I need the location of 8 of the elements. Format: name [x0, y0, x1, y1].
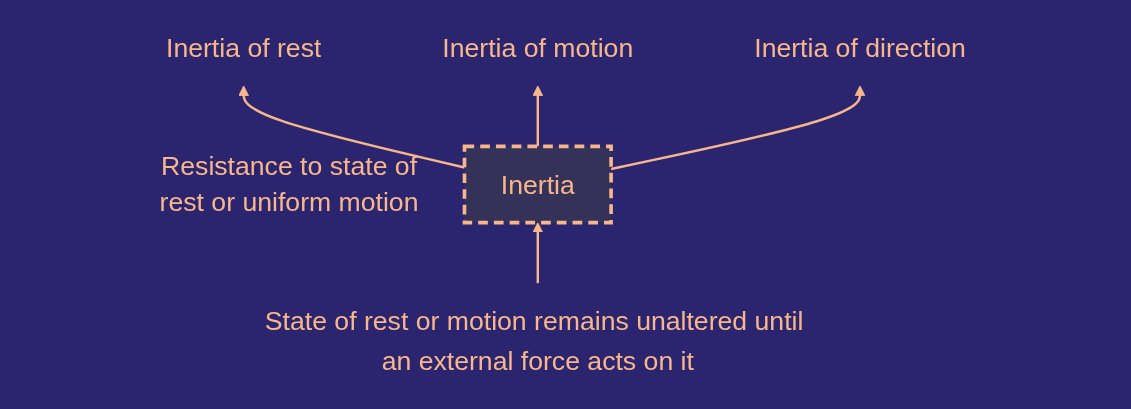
node-text: Inertia of direction — [753, 32, 966, 63]
arrow — [532, 85, 543, 147]
node-text: Inertia of motion — [441, 32, 633, 63]
node-box: Inertia — [462, 144, 613, 225]
arrow — [532, 222, 543, 284]
node-caption: Resistance to state of rest or uniform motion — [158, 150, 420, 218]
node-text: Inertia of rest — [165, 32, 321, 63]
node-text: State of rest or motion remains unaltered until an external force acts on it — [264, 306, 803, 377]
